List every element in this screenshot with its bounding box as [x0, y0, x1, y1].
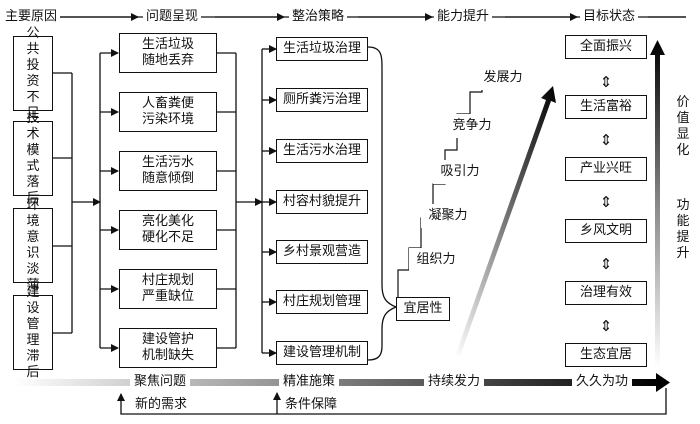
goal-connector: ⇕: [599, 131, 613, 149]
cause-label: 环境意识淡薄: [26, 197, 40, 293]
problem-line: 生活污水: [141, 155, 194, 170]
problem-box: 建设管护 机制缺失: [119, 328, 217, 368]
strategy-box: 生活垃圾治理: [276, 37, 368, 61]
header-ability: 能力提升: [434, 9, 493, 25]
cause-box-funding: 公共投资不足: [13, 26, 53, 121]
problem-line: 机制缺失: [141, 348, 194, 363]
problem-box: 人畜粪便 污染环境: [119, 92, 217, 132]
cause-label: 公共投资不足: [26, 25, 40, 121]
problem-line: 随意倾倒: [141, 171, 194, 186]
ability-box: 凝聚力: [421, 204, 475, 228]
goal-box: 乡风文明: [565, 219, 647, 243]
feedback-new-demand: 新的需求: [135, 397, 188, 412]
problem-line: 人畜粪便: [141, 96, 194, 111]
stage-focus-problems: 聚焦问题: [130, 374, 191, 390]
cause-box-awareness: 环境意识淡薄: [13, 198, 53, 293]
problem-box: 生活垃圾 随地丢弃: [119, 33, 217, 73]
goal-connector: ⇕: [599, 255, 613, 273]
strategy-box: 村庄规划管理: [276, 290, 368, 314]
problem-line: 村庄规划: [141, 273, 194, 288]
strategy-box: 村容村貌提升: [276, 190, 368, 214]
ability-box-livability: 宜居性: [396, 297, 450, 321]
header-strategies: 整治策略: [289, 9, 348, 25]
goal-box: 生活富裕: [565, 95, 647, 119]
problem-box: 村庄规划 严重缺位: [119, 269, 217, 309]
strategy-box: 乡村景观营造: [276, 240, 368, 264]
stage-long-term: 久久为功: [572, 374, 633, 390]
problem-line: 亮化美化: [141, 214, 194, 229]
ability-box: 发展力: [476, 66, 530, 90]
header-main-causes: 主要原因: [2, 9, 61, 25]
ability-box: 组织力: [409, 248, 463, 272]
goal-connector: ⇕: [599, 193, 613, 211]
side-label-value: 价值显化: [676, 95, 690, 158]
goal-box: 生态宜居: [565, 343, 647, 367]
problem-box: 亮化美化 硬化不足: [119, 210, 217, 250]
cause-label: 技术模式落后: [26, 110, 40, 206]
ability-box: 吸引力: [433, 160, 487, 184]
goal-connector: ⇕: [599, 317, 613, 335]
cause-box-technology: 技术模式落后: [13, 111, 53, 206]
cause-label: 建设管理滞后: [26, 284, 40, 380]
stage-sustained-effort: 持续发力: [424, 374, 485, 390]
strategy-box: 厕所粪污治理: [276, 88, 368, 112]
cause-box-management: 建设管理滞后: [13, 285, 53, 380]
problem-line: 污染环境: [141, 112, 194, 127]
stage-precise-measures: 精准施策: [279, 374, 340, 390]
problem-line: 随地丢弃: [141, 53, 194, 68]
problem-line: 硬化不足: [141, 230, 194, 245]
ability-box: 竞争力: [445, 114, 499, 138]
strategy-box: 建设管理机制: [276, 341, 368, 365]
goal-box: 全面振兴: [565, 35, 647, 59]
side-label-function: 功能提升: [676, 198, 690, 261]
problem-box: 生活污水 随意倾倒: [119, 151, 217, 191]
feedback-conditions: 条件保障: [285, 397, 338, 412]
strategy-box: 生活污水治理: [276, 139, 368, 163]
goal-box: 治理有效: [565, 281, 647, 305]
goal-connector: ⇕: [599, 73, 613, 91]
goal-box: 产业兴旺: [565, 157, 647, 181]
header-problems: 问题呈现: [143, 9, 202, 25]
header-goals: 目标状态: [580, 9, 639, 25]
problem-line: 建设管护: [141, 332, 194, 347]
problem-line: 严重缺位: [141, 289, 194, 304]
problem-line: 生活垃圾: [141, 37, 194, 52]
